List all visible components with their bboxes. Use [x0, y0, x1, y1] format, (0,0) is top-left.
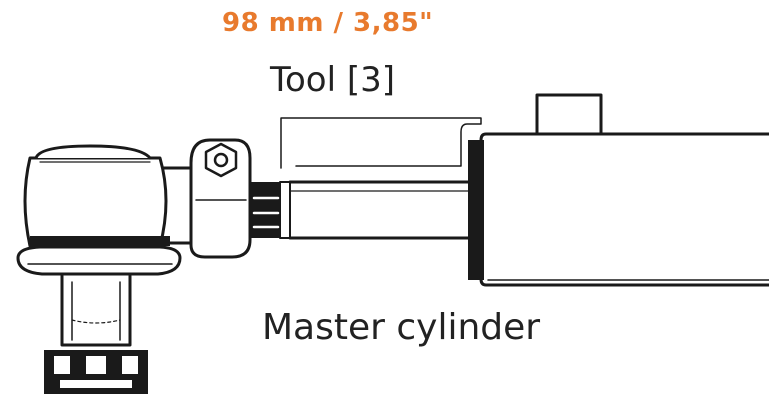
clevis-clamp	[189, 138, 252, 259]
push-rod	[279, 180, 470, 240]
cylinder-reservoir-cap	[535, 93, 603, 136]
cylinder-flange	[468, 140, 484, 280]
dimension-label: 98 mm / 3,85"	[222, 8, 434, 38]
lock-nut	[251, 182, 281, 238]
castle-nut	[44, 350, 148, 394]
tool-label: Tool [3]	[270, 60, 396, 100]
ball-stud	[60, 274, 132, 347]
master-cylinder-label: Master cylinder	[262, 307, 541, 348]
tool-outline	[280, 117, 482, 169]
ball-joint-housing	[16, 144, 193, 276]
master-cylinder-body	[468, 132, 769, 287]
